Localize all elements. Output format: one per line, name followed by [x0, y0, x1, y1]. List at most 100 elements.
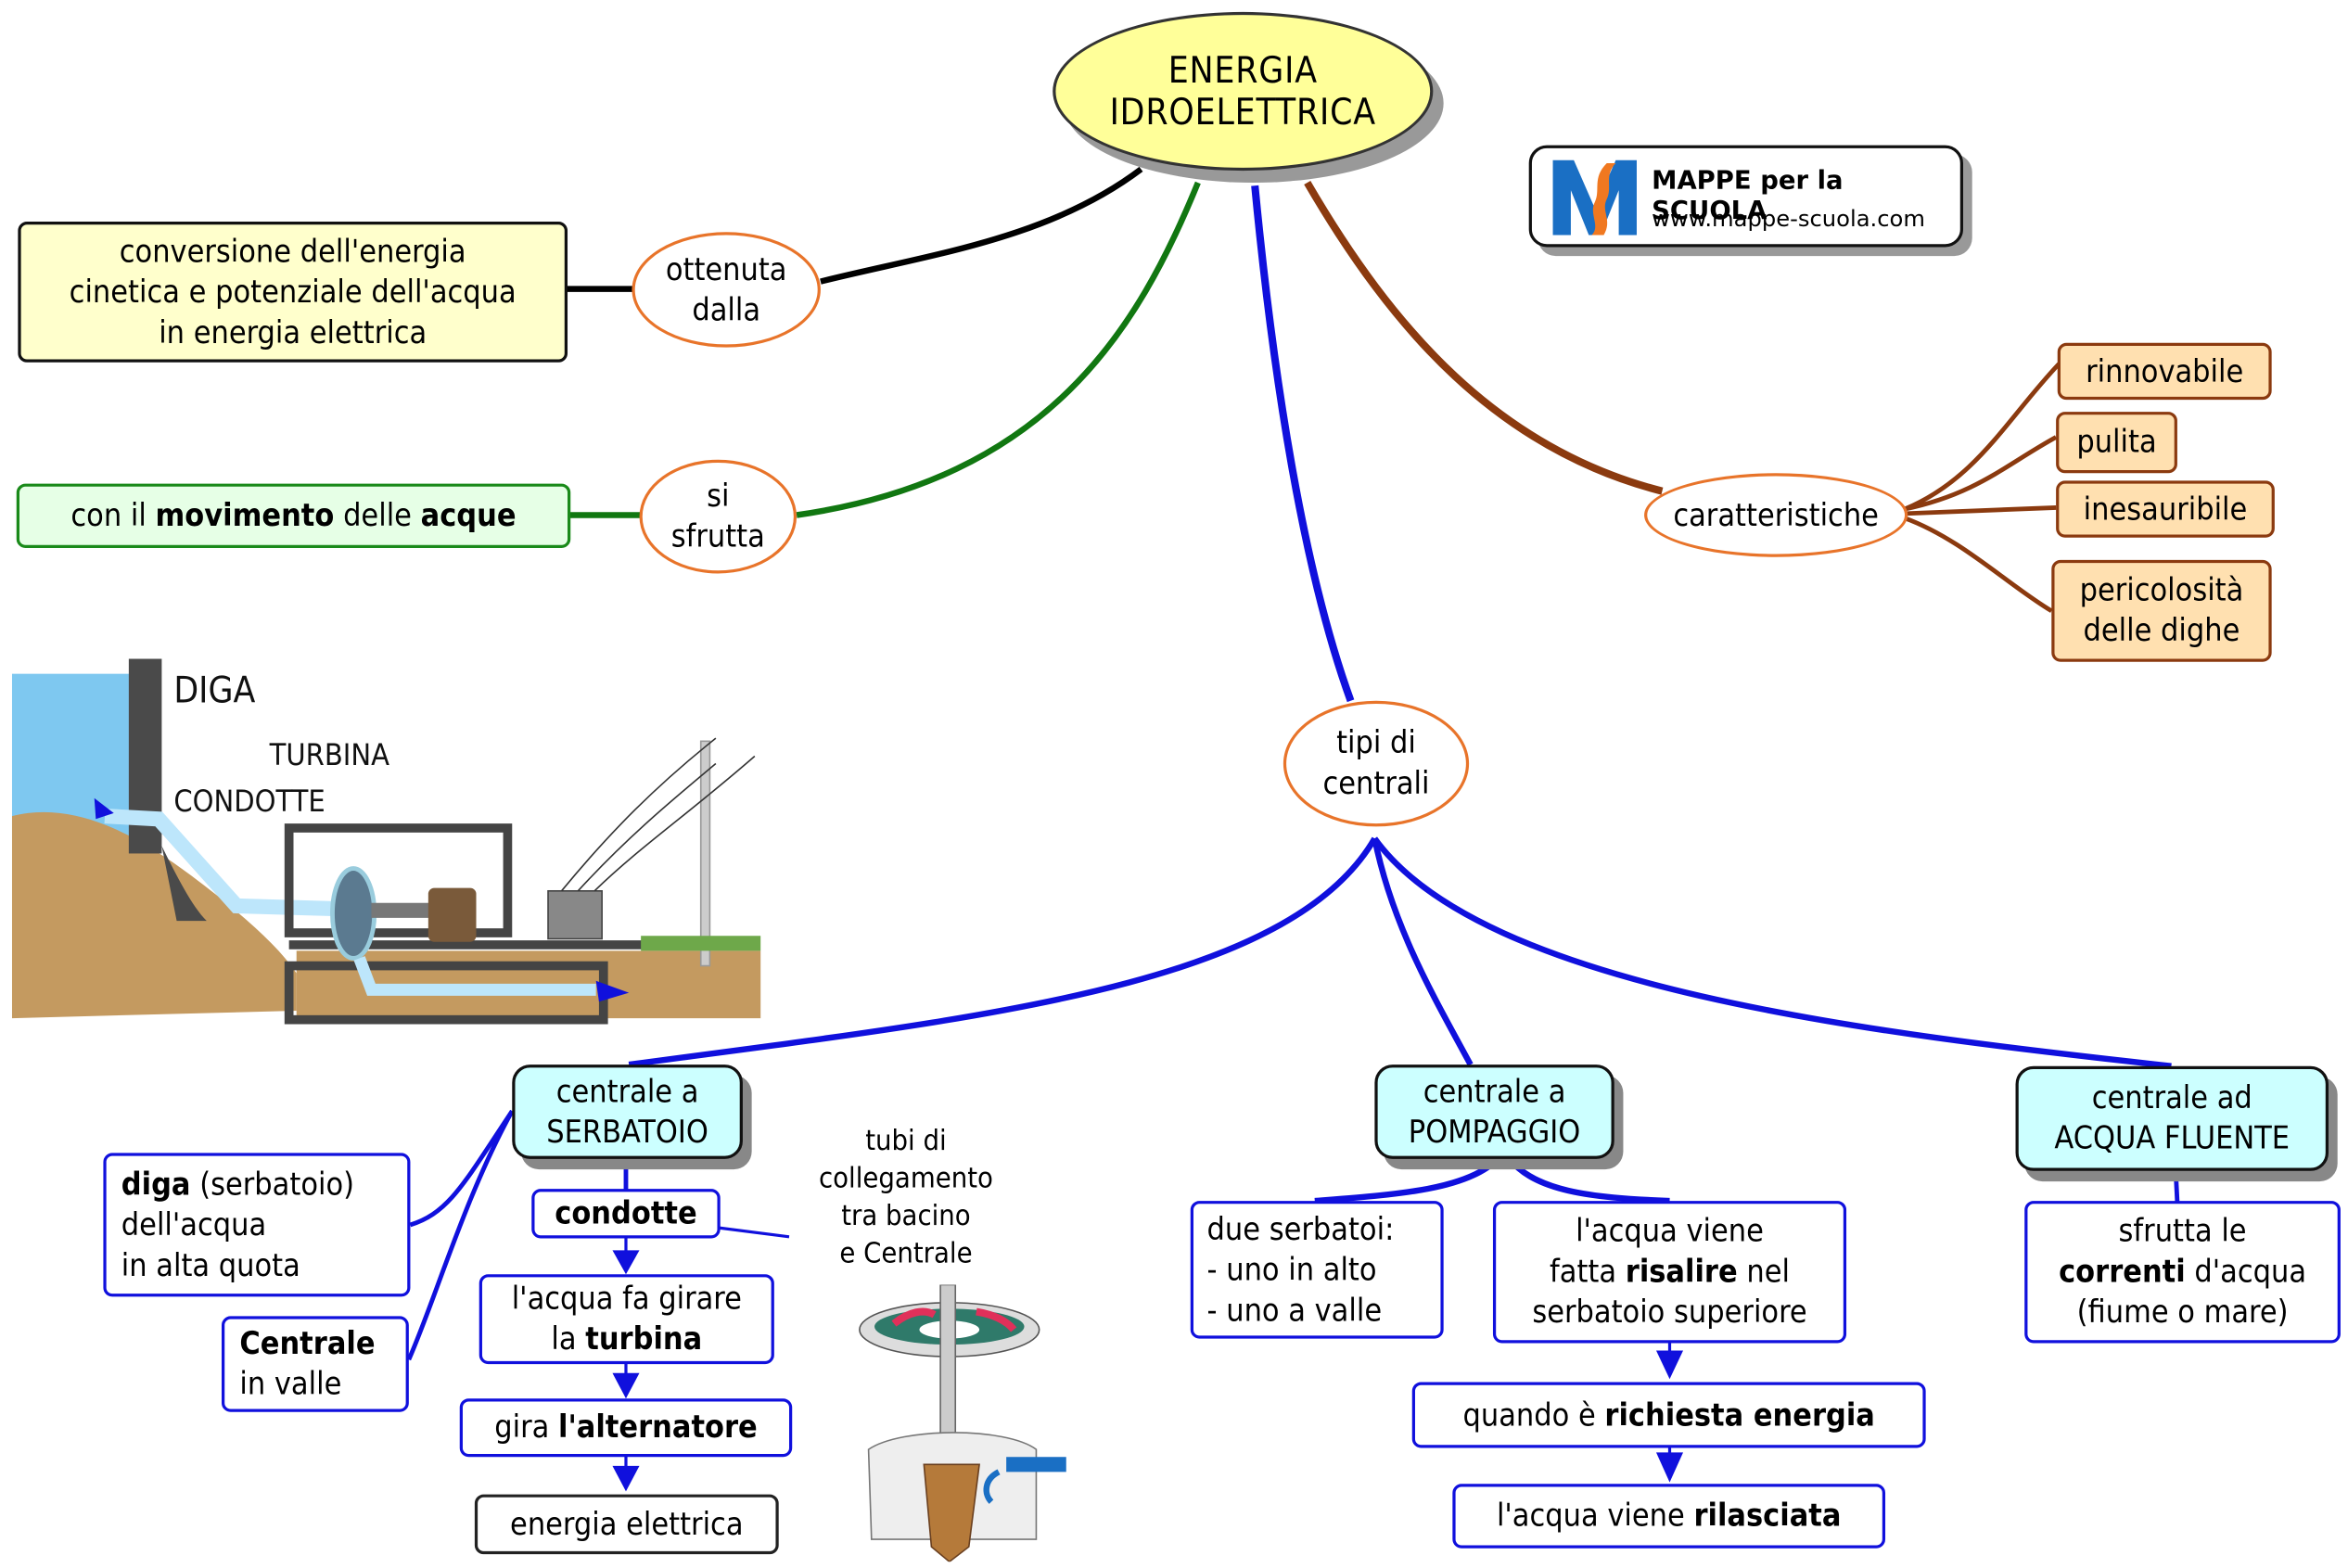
due-serbatoi-box[interactable]: due serbatoi: - uno in alto - uno a vall… [1190, 1201, 1444, 1339]
label-line: centrale ad [2091, 1079, 2252, 1116]
text-part: delle [334, 497, 421, 533]
text-line: - uno in alto [1206, 1251, 1377, 1287]
diagram-label-turbina: TURBINA [269, 736, 389, 773]
label: inesauribile [2083, 490, 2248, 527]
tubi-note: tubi di collegamento tra bacino e Centra… [794, 1123, 1018, 1272]
arrow-condotte-turbina [612, 1236, 640, 1275]
text-line: in alta quota [121, 1246, 300, 1283]
movimento-acque-box[interactable]: con il movimento delle acque [16, 483, 571, 549]
condotte-box[interactable]: condotte [531, 1189, 721, 1239]
text-line: l'acqua fa girare [511, 1280, 742, 1317]
text-line: correnti d'acqua [2059, 1252, 2306, 1293]
label: rinnovabile [2086, 352, 2244, 389]
root-title-line2: IDROELETTRICA [1109, 91, 1376, 134]
inesauribile-box[interactable]: inesauribile [2056, 480, 2275, 538]
text-line: con il movimento delle acque [70, 495, 516, 536]
link-tipi-fluente [1372, 836, 2172, 1069]
text-bold: risalire [1625, 1253, 1738, 1290]
link-car-inesauribile [1904, 504, 2057, 516]
text-part: gira [494, 1409, 558, 1446]
rinnovabile-box[interactable]: rinnovabile [2057, 342, 2272, 401]
mappe-scuola-logo[interactable]: MAPPE per la SCUOLA www.mappe-scuola.com [1528, 145, 1964, 248]
text-bold: turbina [585, 1320, 703, 1358]
text-line: in energia elettrica [159, 313, 427, 351]
centrale-acqua-fluente-box[interactable]: centrale ad ACQUA FLUENTE [2015, 1065, 2329, 1171]
link-tipi-pompaggio [1372, 837, 1474, 1066]
text-part: con il [70, 497, 156, 533]
text-bold: diga [121, 1166, 191, 1202]
link-pomp-risalire [1507, 1156, 1670, 1205]
pericolosita-box[interactable]: pericolosità delle dighe [2051, 559, 2272, 662]
text-part: fatta [1550, 1253, 1626, 1290]
text-bold: richiesta energia [1604, 1396, 1875, 1433]
label-line: sfrutta [670, 517, 765, 555]
label-line: si [707, 478, 730, 514]
text-line: diga (serbatoio) [121, 1165, 354, 1205]
alternatore-step-box[interactable]: gira l'alternatore [459, 1398, 793, 1458]
link-tipi-serbatoio [628, 836, 1378, 1068]
hydro-plant-illustration: DIGA TURBINA CONDOTTE [11, 651, 761, 1026]
rilasciata-box[interactable]: l'acqua viene rilasciata [1452, 1484, 1886, 1549]
link-label-ottenuta-dalla[interactable]: ottenuta dalla [632, 232, 821, 348]
text-line: serbatoio superiore [1532, 1294, 1807, 1330]
text-line: tra bacino [841, 1199, 971, 1232]
diga-serbatoio-box[interactable]: diga (serbatoio) dell'acqua in alta quot… [103, 1153, 411, 1297]
arrow-risalire-quando [1655, 1341, 1684, 1380]
text-bold: l'alternatore [557, 1409, 758, 1446]
link-pomp-due [1314, 1156, 1500, 1205]
link-root-caratteristiche [1304, 180, 1664, 495]
arrow-quando-rilasciata [1655, 1446, 1684, 1483]
label-line: SERBATOIO [546, 1113, 708, 1150]
link-root-ottenuta [820, 166, 1143, 285]
turbine-illustration [859, 1284, 1066, 1562]
label-line: tipi di [1336, 724, 1416, 761]
text-line: sfrutta le [2118, 1212, 2247, 1249]
centrale-serbatoio-box[interactable]: centrale a SERBATOIO [512, 1064, 743, 1159]
link-label-si-sfrutta[interactable]: si sfrutta [639, 459, 798, 574]
logo-url[interactable]: www.mappe-scuola.com [1652, 205, 1925, 233]
label-line: centrale a [555, 1073, 699, 1109]
text-part: (serbatoio) [190, 1166, 355, 1202]
turbina-step-box[interactable]: l'acqua fa girare la turbina [479, 1274, 774, 1365]
text-line: due serbatoi: [1206, 1210, 1395, 1247]
label-line: delle dighe [2083, 612, 2240, 649]
text-line: quando è richiesta energia [1462, 1395, 1874, 1435]
text-line: tubi di [865, 1124, 947, 1158]
label-line: POMPAGGIO [1408, 1113, 1581, 1150]
pulita-box[interactable]: pulita [2056, 412, 2177, 474]
text-bold: rilasciata [1693, 1497, 1842, 1534]
label-line: dalla [692, 291, 761, 327]
label-line: centrale a [1423, 1073, 1566, 1109]
centrale-pompaggio-box[interactable]: centrale a POMPAGGIO [1374, 1064, 1614, 1159]
root-topic[interactable]: ENERGIA IDROELETTRICA [1053, 11, 1434, 172]
text-part: l'acqua viene [1496, 1497, 1694, 1534]
hydro-plant-drawing [11, 658, 761, 1025]
energia-elettrica-box[interactable]: energia elettrica [474, 1494, 779, 1555]
link-condotte-tubi [718, 1226, 790, 1239]
text-part: nel [1737, 1253, 1790, 1290]
text-part: quando è [1462, 1396, 1605, 1433]
correnti-box[interactable]: sfrutta le correnti d'acqua (fiume o mar… [2024, 1201, 2341, 1344]
root-title-line1: ENERGIA [1168, 49, 1318, 92]
tipi-di-centrali-ellipse[interactable]: tipi di centrali [1282, 700, 1470, 827]
text-bold: Centrale [239, 1325, 376, 1361]
label: energia elettrica [510, 1505, 744, 1542]
text-bold: correnti [2059, 1253, 2186, 1290]
text-line: gira l'alternatore [494, 1408, 758, 1448]
centrale-in-valle-box[interactable]: Centrale in valle [221, 1316, 409, 1412]
text-line: fatta risalire nel [1550, 1252, 1790, 1293]
text-line: la turbina [551, 1319, 702, 1360]
link-root-sfrutta [796, 181, 1201, 518]
caratteristiche-ellipse[interactable]: caratteristiche [1644, 473, 1908, 557]
link-car-pericolosita [1904, 516, 2053, 613]
label-line: pericolosità [2079, 571, 2244, 608]
risalire-box[interactable]: l'acqua viene fatta risalire nel serbato… [1492, 1201, 1847, 1344]
link-root-tipi [1251, 185, 1355, 703]
label: caratteristiche [1673, 496, 1879, 533]
text-line: in valle [239, 1365, 342, 1402]
richiesta-energia-box[interactable]: quando è richiesta energia [1411, 1382, 1926, 1448]
text-line: - uno a valle [1206, 1291, 1383, 1328]
text-part: d'acqua [2185, 1253, 2307, 1290]
arrow-alternatore-energia [612, 1455, 640, 1492]
conversione-box[interactable]: conversione dell'energia cinetica e pote… [18, 221, 568, 363]
